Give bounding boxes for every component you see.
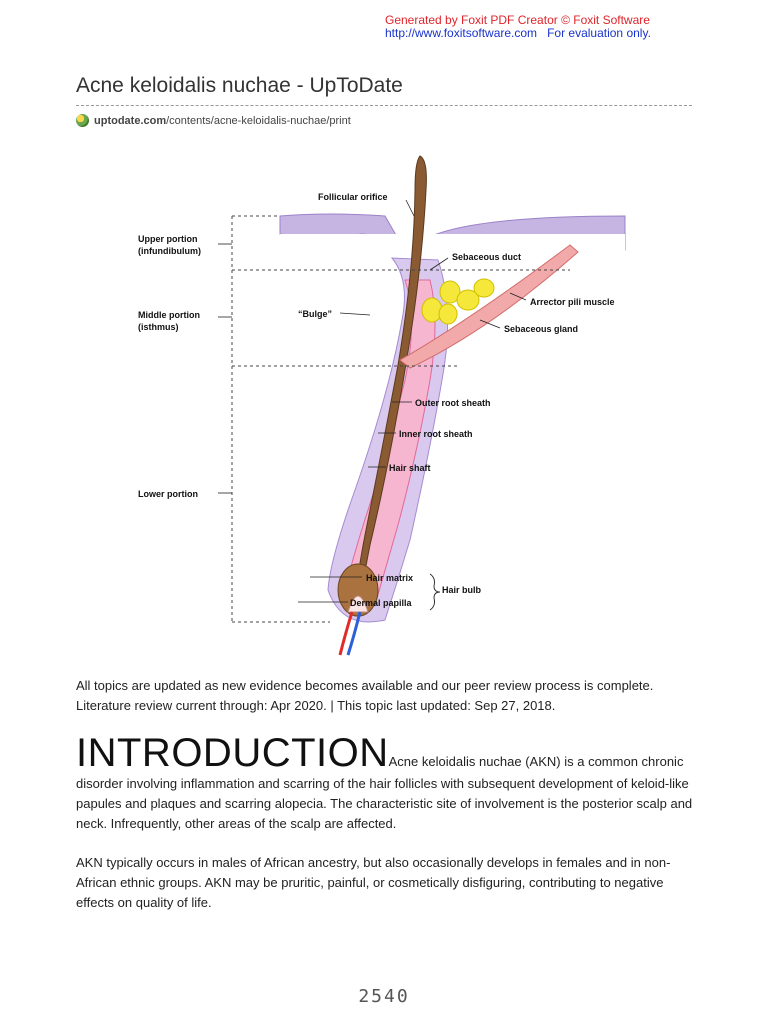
sebaceous-gland (421, 278, 495, 325)
label-sebaceous-gland: Sebaceous gland (504, 324, 578, 334)
page-title: Acne keloidalis nuchae - UpToDate (76, 74, 403, 97)
hair-follicle-diagram: Follicular orifice Upper portion (infund… (138, 155, 626, 656)
intro-paragraph: Acne keloidalis nuchae (AKN) is a common… (76, 754, 693, 831)
page-number: 2540 (358, 986, 410, 1007)
blood-vessel-blue (346, 611, 362, 656)
label-bulge: “Bulge” (298, 309, 332, 319)
section-heading: INTRODUCTION (76, 731, 389, 775)
watermark-line: Generated by Foxit PDF Creator © Foxit S… (385, 13, 650, 27)
update-info: All topics are updated as new evidence b… (76, 676, 696, 716)
blood-vessel-red (338, 611, 354, 656)
label-upper-portion-2: (infundibulum) (138, 246, 201, 256)
update-line-2: Literature review current through: Apr 2… (76, 698, 556, 713)
label-outer-root-sheath: Outer root sheath (415, 398, 491, 408)
label-middle-portion: Middle portion (138, 310, 200, 320)
update-line-1: All topics are updated as new evidence b… (76, 678, 654, 693)
arrector-pili-muscle (399, 244, 579, 369)
divider (76, 105, 692, 106)
region-guides (231, 215, 570, 623)
label-hair-bulb: Hair bulb (442, 585, 482, 595)
source-link[interactable]: uptodate.com/contents/acne-keloidalis-nu… (76, 114, 351, 127)
label-dermal-papilla: Dermal papilla (350, 598, 413, 608)
site-favicon-icon (76, 114, 89, 127)
label-middle-portion-2: (isthmus) (138, 322, 179, 332)
source-domain: uptodate.com (94, 114, 167, 127)
dermal-papilla (347, 595, 369, 613)
label-lower-portion: Lower portion (138, 489, 198, 499)
label-arrector-pili-muscle: Arrector pili muscle (530, 297, 615, 307)
label-upper-portion: Upper portion (138, 234, 198, 244)
watermark-line-2: http://www.foxitsoftware.com For evaluati… (385, 27, 661, 40)
label-inner-root-sheath: Inner root sheath (399, 429, 473, 439)
watermark-url[interactable]: http://www.foxitsoftware.com (385, 26, 538, 40)
leader-lines (218, 199, 527, 603)
label-sebaceous-duct: Sebaceous duct (452, 252, 521, 262)
label-hair-matrix: Hair matrix (366, 573, 413, 583)
hair-bulb-brace (429, 573, 441, 611)
label-hair-shaft: Hair shaft (389, 463, 431, 473)
source-path: /contents/acne-keloidalis-nuchae/print (166, 114, 351, 127)
label-follicular-orifice: Follicular orifice (318, 192, 388, 202)
paragraph-2: AKN typically occurs in males of African… (76, 855, 671, 910)
watermark: Generated by Foxit PDF Creator © Foxit S… (385, 14, 661, 40)
watermark-note: For evaluation only. (547, 26, 651, 40)
introduction-section: INTRODUCTIONAcne keloidalis nuchae (AKN)… (76, 732, 696, 834)
